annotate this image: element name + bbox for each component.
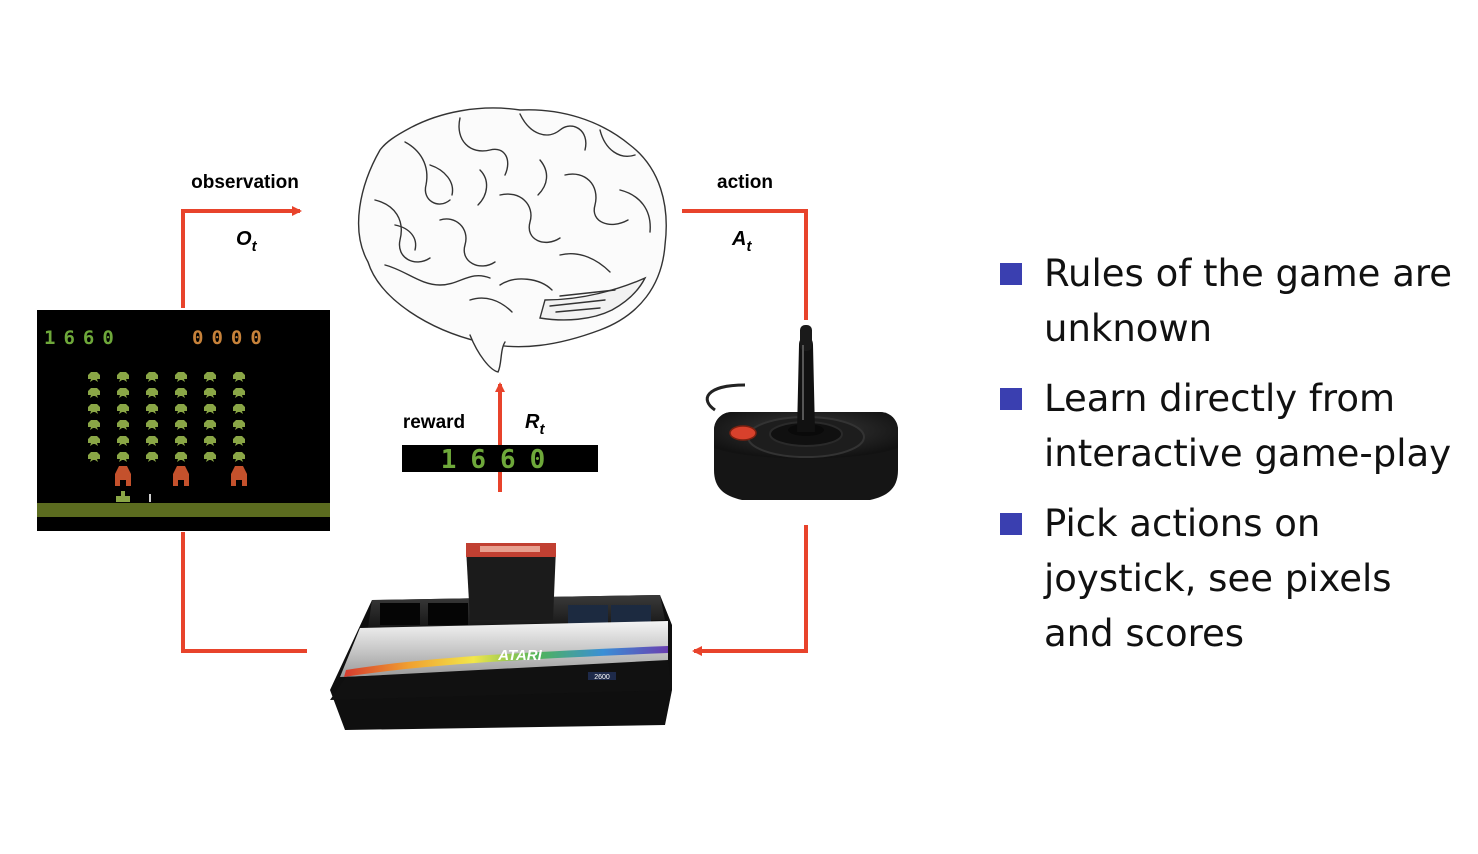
invader-icon xyxy=(117,372,129,382)
reward-score: 1660 xyxy=(441,445,560,475)
invader-icon xyxy=(146,452,158,462)
console-output-line xyxy=(181,532,307,653)
invader-icon xyxy=(204,420,216,430)
invader-grid xyxy=(88,372,245,462)
bullet-item: Rules of the game are unknown xyxy=(1000,246,1470,356)
bullet-item: Learn directly from interactive game-pla… xyxy=(1000,371,1470,481)
invader-icon xyxy=(175,452,187,462)
invader-icon xyxy=(117,420,129,430)
invader-icon xyxy=(233,404,245,414)
atari-console-icon: ATARI 2600 xyxy=(330,543,672,730)
invader-icon xyxy=(204,436,216,446)
invader-icon xyxy=(146,436,158,446)
invader-icon xyxy=(175,404,187,414)
reward-label: reward xyxy=(403,412,465,433)
action-label: action xyxy=(717,172,773,193)
bunkers xyxy=(115,466,247,486)
bullet-list: Rules of the game are unknown Learn dire… xyxy=(1000,246,1470,676)
invader-icon xyxy=(88,404,100,414)
ground xyxy=(37,503,330,517)
bullet-square-icon xyxy=(1000,513,1022,535)
game-cartridge xyxy=(466,543,556,620)
bullet-square-icon xyxy=(1000,388,1022,410)
reward-display: 1660 xyxy=(402,445,598,475)
invader-icon xyxy=(204,404,216,414)
player-cannon-icon xyxy=(116,491,130,502)
invader-icon xyxy=(88,420,100,430)
invader-icon xyxy=(233,372,245,382)
observation-symbol: Ot xyxy=(236,228,258,255)
invader-icon xyxy=(88,372,100,382)
invader-icon xyxy=(117,452,129,462)
invader-icon xyxy=(204,372,216,382)
invader-icon xyxy=(146,420,158,430)
invader-icon xyxy=(233,452,245,462)
invader-icon xyxy=(204,452,216,462)
console-model: 2600 xyxy=(594,674,610,681)
console-input-arrow xyxy=(692,525,808,656)
invader-icon xyxy=(175,372,187,382)
action-symbol: At xyxy=(731,228,752,255)
bullet-item: Pick actions on joystick, see pixels and… xyxy=(1000,496,1470,661)
agent-environment-diagram: observation Ot action At reward Rt 1660 … xyxy=(37,107,898,730)
invader-icon xyxy=(88,388,100,398)
action-arrow xyxy=(682,209,808,320)
bullet-square-icon xyxy=(1000,263,1022,285)
invader-icon xyxy=(117,436,129,446)
invader-icon xyxy=(175,436,187,446)
invader-icon xyxy=(88,436,100,446)
invader-icon xyxy=(175,388,187,398)
observation-arrow xyxy=(181,206,302,308)
joystick-icon xyxy=(705,325,898,500)
laser-shot xyxy=(149,494,151,502)
reward-symbol: Rt xyxy=(525,411,545,438)
game-screen: 1660 0000 xyxy=(37,310,330,531)
invader-icon xyxy=(146,372,158,382)
invader-icon xyxy=(88,452,100,462)
invader-icon xyxy=(117,388,129,398)
invader-icon xyxy=(175,420,187,430)
invader-icon xyxy=(233,388,245,398)
observation-label: observation xyxy=(191,172,299,193)
invader-icon xyxy=(204,388,216,398)
invader-icon xyxy=(146,404,158,414)
invader-icon xyxy=(233,420,245,430)
console-brand: ATARI xyxy=(497,647,542,664)
invader-icon xyxy=(117,404,129,414)
invader-icon xyxy=(233,436,245,446)
invader-icon xyxy=(146,388,158,398)
score-left: 1660 xyxy=(44,327,122,349)
brain-icon xyxy=(357,107,667,373)
score-right: 0000 xyxy=(192,327,270,349)
